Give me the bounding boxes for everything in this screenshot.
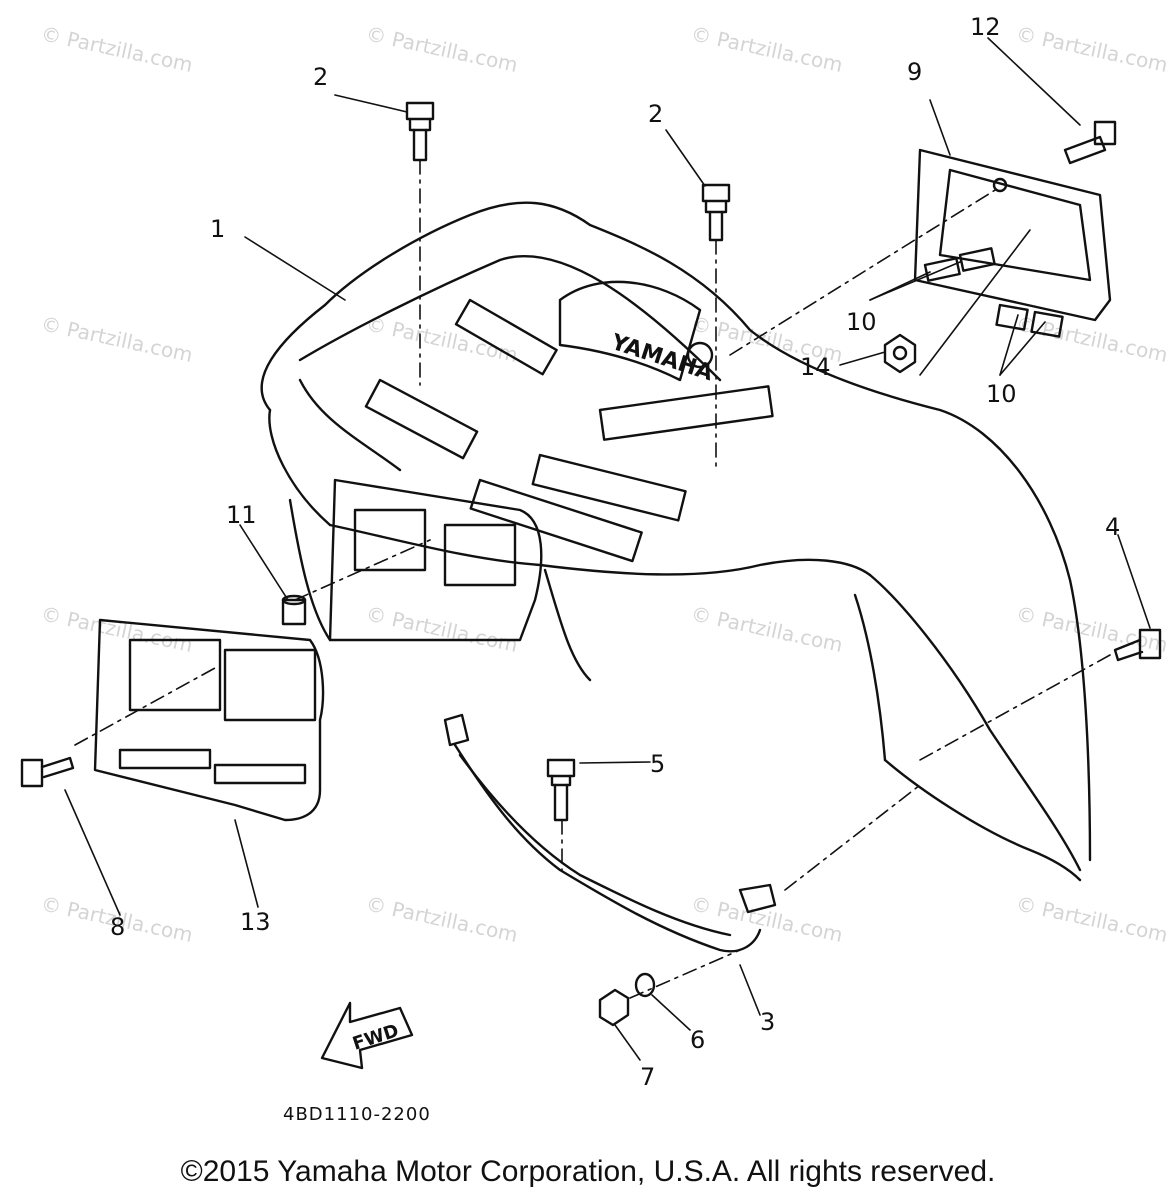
watermark: © Partzilla.com [364, 21, 520, 77]
watermark: © Partzilla.com [39, 601, 195, 657]
callout-8: 8 [110, 913, 125, 941]
assembly-lines [74, 159, 1111, 999]
copyright-notice: ©2015 Yamaha Motor Corporation, U.S.A. A… [180, 1155, 996, 1188]
callout-5: 5 [650, 750, 665, 778]
pads [923, 247, 1064, 338]
callout-6: 6 [690, 1026, 705, 1054]
nut-14 [883, 333, 917, 374]
callout-10: 10 [986, 380, 1017, 408]
front-fender [260, 201, 1092, 882]
bolt-8 [20, 756, 75, 788]
leader-lines [64, 37, 1151, 1061]
watermark: © Partzilla.com [39, 21, 195, 77]
bolt-2-left [405, 101, 435, 162]
watermark: © Partzilla.com [1014, 21, 1170, 77]
callouts: 1 2 2 3 4 5 6 7 8 9 10 10 11 12 13 14 [110, 13, 1120, 1091]
bolt-4 [1113, 628, 1162, 662]
watermark: © Partzilla.com [1014, 891, 1170, 947]
watermark: © Partzilla.com [689, 21, 845, 77]
grommet [281, 594, 307, 626]
callout-2: 2 [648, 100, 663, 128]
watermark: © Partzilla.com [689, 601, 845, 657]
callout-9: 9 [907, 58, 922, 86]
bolt-12 [1063, 120, 1117, 165]
callout-1: 1 [210, 215, 225, 243]
callout-2: 2 [313, 63, 328, 91]
bolt-5 [546, 758, 576, 822]
taillight-housing [913, 148, 1112, 322]
callout-10: 10 [846, 308, 877, 336]
callout-7: 7 [640, 1063, 655, 1091]
callout-13: 13 [240, 908, 271, 936]
nut-7 [598, 988, 630, 1027]
callout-14: 14 [800, 353, 831, 381]
headlight-bezel [93, 618, 325, 822]
watermark: © Partzilla.com [364, 601, 520, 657]
callout-3: 3 [760, 1008, 775, 1036]
watermarks: © Partzilla.com © Partzilla.com © Partzi… [39, 21, 1170, 947]
washer-6 [634, 972, 656, 998]
watermark: © Partzilla.com [364, 891, 520, 947]
callout-12: 12 [970, 13, 1001, 41]
diagram-code: 4BD1110-2200 [283, 1104, 431, 1125]
fwd-label: FWD [350, 1020, 401, 1055]
watermark: © Partzilla.com [364, 311, 520, 367]
fwd-arrow [320, 1001, 414, 1070]
headlight-housing [328, 478, 543, 642]
bracket [443, 713, 777, 953]
yamaha-emblem-text: YAMAHA [607, 330, 716, 387]
bolt-2-right [701, 183, 731, 242]
callout-11: 11 [226, 501, 257, 529]
watermark: © Partzilla.com [39, 311, 195, 367]
callout-4: 4 [1105, 513, 1120, 541]
watermark: © Partzilla.com [689, 891, 845, 947]
